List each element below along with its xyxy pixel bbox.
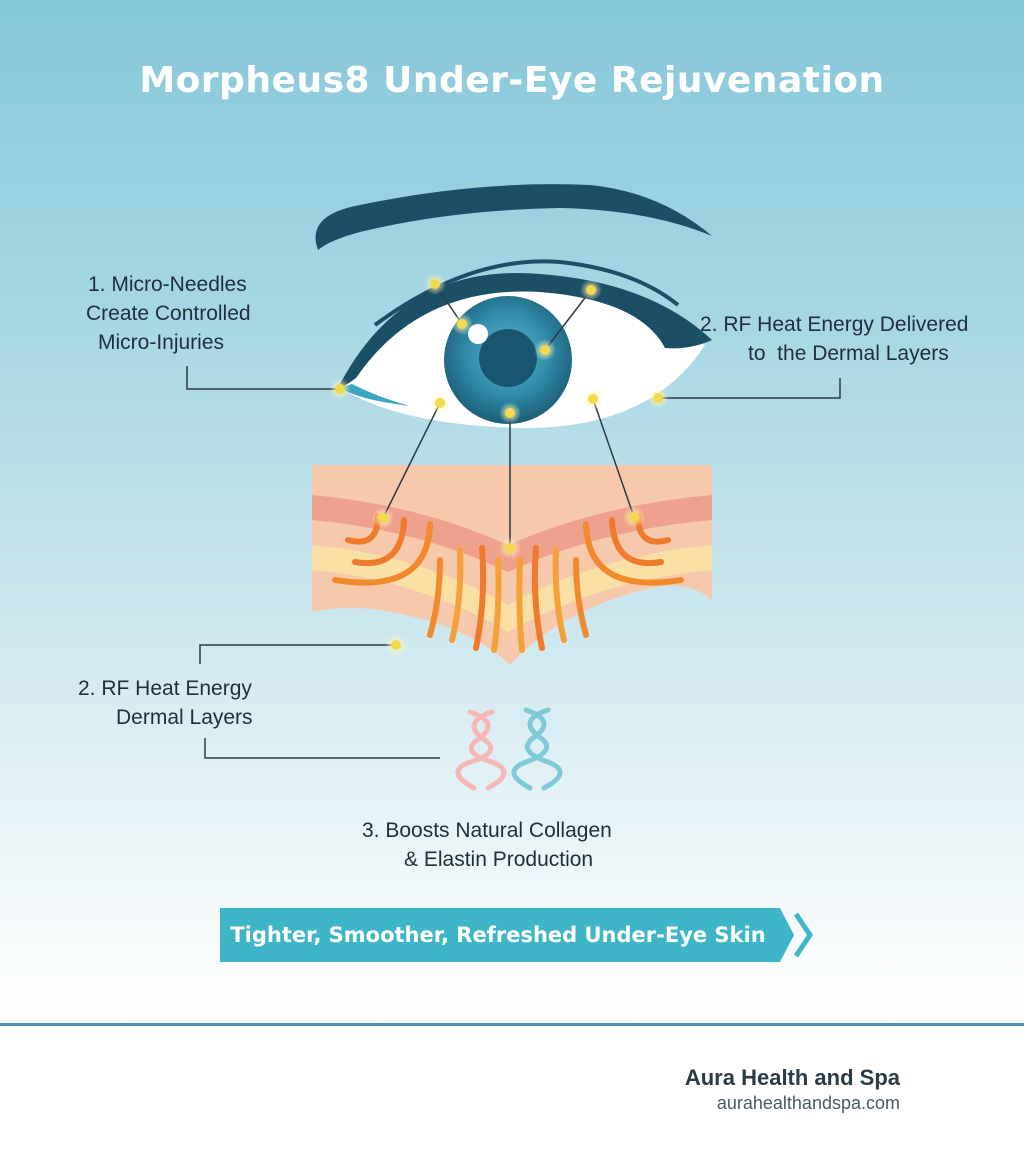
needle-lines — [382, 283, 635, 548]
eye — [336, 272, 712, 429]
footer-brand: Aura Health and Spa aurahealthandspa.com — [685, 1064, 900, 1114]
needle-dot — [372, 507, 394, 529]
page-title: Morpheus8 Under-Eye Rejuvenation — [139, 60, 885, 101]
callout-lines — [186, 366, 841, 759]
lower-lash-shadow — [340, 384, 410, 406]
chevron-right-icon — [793, 912, 814, 958]
label-rf-heat-bottom: 2. RF Heat Energy Dermal Layers — [78, 677, 253, 729]
upper-eyelid — [336, 272, 712, 392]
label-collagen-elastin: 3. Boosts Natural Collagen & Elastin Pro… — [362, 819, 612, 871]
needle-dot — [451, 313, 473, 335]
needle-dot — [499, 537, 521, 559]
elastin-helix-icon — [511, 707, 563, 791]
needle-dot — [582, 388, 604, 410]
result-banner-text: Tighter, Smoother, Refreshed Under-Eye S… — [230, 923, 766, 947]
eyebrow — [315, 184, 712, 250]
needle-dot — [647, 387, 669, 409]
result-banner — [220, 908, 794, 962]
needle-dots — [329, 273, 669, 656]
collagen-helix-icon — [455, 709, 507, 791]
eyelid-crease — [373, 259, 680, 327]
needle-dot — [580, 279, 602, 301]
needle-dot — [429, 392, 451, 414]
needle-dot — [499, 402, 521, 424]
needle-dot — [534, 339, 556, 361]
eye-highlight — [468, 324, 488, 344]
label-micro-needles: 1. Micro-Needles Create Controlled Micro… — [86, 273, 251, 354]
needle-dot — [623, 506, 645, 528]
brand-url: aurahealthandspa.com — [716, 1093, 900, 1113]
needle-dot — [329, 378, 351, 400]
needle-dot — [424, 273, 446, 295]
needle-dot — [385, 634, 407, 656]
footer-divider — [0, 1023, 1024, 1026]
brand-name: Aura Health and Spa — [684, 1065, 900, 1090]
skin-cross-section — [312, 465, 712, 665]
label-rf-heat-top: 2. RF Heat Energy Delivered to the Derma… — [700, 313, 969, 365]
pupil — [479, 329, 537, 387]
